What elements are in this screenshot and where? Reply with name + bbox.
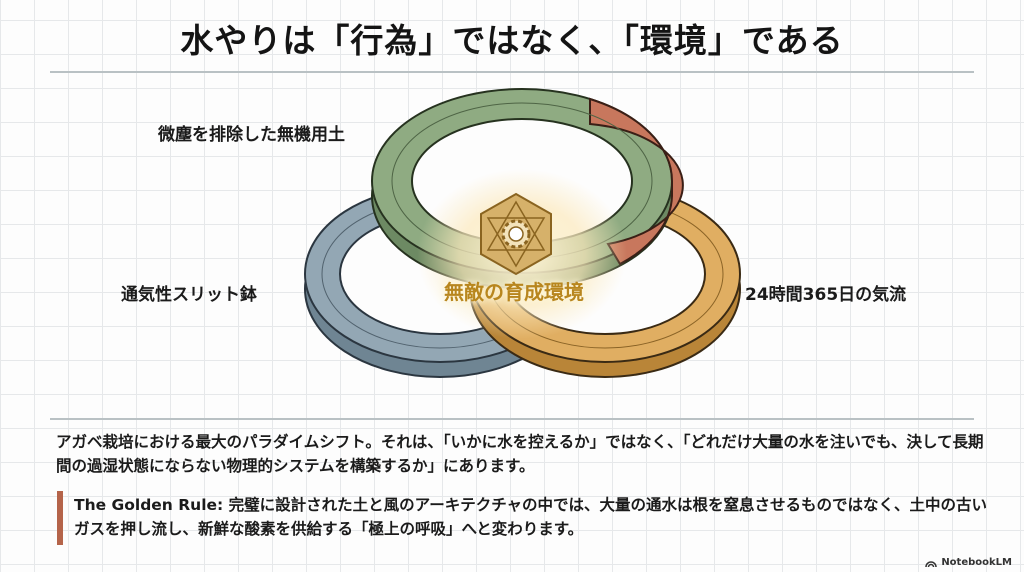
rule-accent-bar: [57, 491, 63, 545]
center-label: 無敵の育成環境: [444, 280, 584, 304]
label-slit-pot: 通気性スリット鉢: [121, 285, 257, 305]
notebooklm-logo-icon: [925, 560, 938, 567]
golden-rule-text: The Golden Rule: 完璧に設計された土と風のアーキテクチャの中では…: [74, 496, 988, 538]
bottom-divider: [50, 418, 974, 420]
label-inorganic-soil: 微塵を排除した無機用土: [158, 125, 345, 145]
brand-label: NotebookLM: [941, 557, 1012, 568]
gear-hexagram-emblem-icon: [480, 192, 552, 276]
three-rings-diagram: [304, 88, 741, 378]
top-divider: [50, 71, 974, 73]
brand-watermark: NotebookLM: [925, 557, 1012, 568]
label-airflow: 24時間365日の気流: [745, 285, 907, 305]
page-title: 水やりは「行為」ではなく、「環境」である: [180, 21, 844, 60]
intro-paragraph: アガベ栽培における最大のパラダイムシフト。それは、「いかに水を控えるか」ではなく…: [56, 433, 984, 475]
